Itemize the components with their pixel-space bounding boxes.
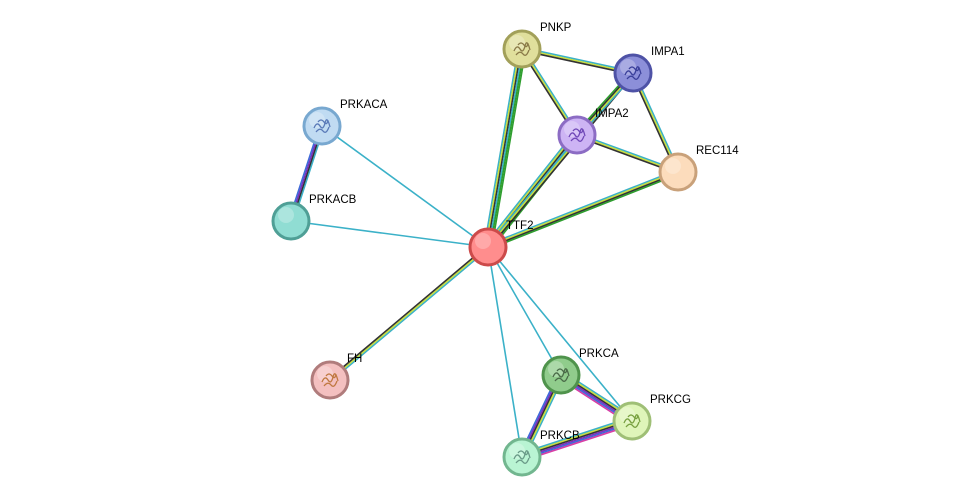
node-circle [302,106,342,146]
node-highlight [309,112,325,128]
node-highlight [620,59,636,75]
node-circle [658,152,698,192]
node-highlight [665,158,681,174]
protein-structure-icon [624,66,642,80]
node-pnkp[interactable]: PNKP [502,22,572,69]
node-prkacb[interactable]: PRKACB [271,194,357,241]
node-ttf2[interactable]: TTF2 [468,220,533,267]
node-circle [271,201,311,241]
edge-ttf2-pnkp[interactable] [483,47,527,249]
edge-evidence-line [330,247,490,382]
protein-structure-icon [623,414,641,428]
edge-ttf2-prkcg[interactable] [487,246,633,422]
node-label: REC114 [696,145,739,157]
protein-structure-icon [513,42,531,56]
node-highlight [317,366,333,382]
node-circle [541,355,581,395]
protein-structure-icon [568,128,586,142]
node-label: PRKACB [309,194,357,206]
node-circle [468,227,508,267]
protein-structure-icon [313,119,331,133]
edge-evidence-line [290,220,489,248]
node-prkca[interactable]: PRKCA [541,348,619,395]
node-highlight [564,121,580,137]
node-label: IMPA1 [651,46,685,58]
edge-evidence-line [486,169,678,246]
node-impa1[interactable]: IMPA1 [613,46,685,93]
node-circle [310,360,350,400]
edge-evidence-line [488,173,680,250]
node-label: TTF2 [506,220,533,232]
edge-evidence-line [483,47,520,248]
node-label: FH [347,353,362,365]
edge-evidence-line [490,48,527,249]
node-label: IMPA2 [595,108,629,120]
edge-evidence-line [321,125,489,248]
node-label: PNKP [540,22,572,34]
edge-evidence-line [487,246,562,376]
edge-evidence-line [487,246,633,422]
node-circle [502,437,542,477]
node-prkcb[interactable]: PRKCB [502,430,580,477]
node-circle [612,401,652,441]
edge-evidence-line [486,170,679,248]
node-circle [502,29,542,69]
edge-evidence-line [329,246,489,381]
edge-evidence-line [520,416,632,455]
node-label: PRKCG [650,394,691,406]
node-highlight [619,407,635,423]
node-label: PRKCB [540,430,580,442]
node-prkcg[interactable]: PRKCG [612,394,691,441]
node-label: PRKCA [579,348,619,360]
edge-evidence-line [484,47,521,248]
edge-evidence-line [487,246,523,458]
node-highlight [548,361,564,377]
node-impa2[interactable]: IMPA2 [557,108,629,155]
protein-structure-icon [552,368,570,382]
edge-ttf2-fh[interactable] [328,245,490,382]
edge-evidence-line [487,48,524,248]
node-highlight [475,233,491,249]
edge-evidence-line [489,48,526,249]
edge-evidence-line [485,132,577,247]
node-fh[interactable]: FH [310,353,362,400]
edge-evidence-line [486,48,523,248]
node-highlight [509,35,525,51]
node-circle [557,115,597,155]
edge-ttf2-prkacb[interactable] [290,220,489,248]
node-highlight [509,443,525,459]
protein-structure-icon [321,373,339,387]
edge-ttf2-rec114[interactable] [486,169,680,250]
node-prkaca[interactable]: PRKACA [302,99,388,146]
node-circle [613,53,653,93]
edge-ttf2-prkcb[interactable] [487,246,523,458]
edge-evidence-line [328,245,488,380]
edge-evidence-line [484,131,575,246]
edge-evidence-line [487,171,680,249]
node-label: PRKACA [340,99,388,111]
node-highlight [278,207,294,223]
edge-ttf2-prkca[interactable] [487,246,562,376]
protein-structure-icon [513,450,531,464]
edge-ttf2-prkaca[interactable] [321,125,489,248]
node-rec114[interactable]: REC114 [658,145,739,192]
edge-evidence-line [522,423,634,462]
